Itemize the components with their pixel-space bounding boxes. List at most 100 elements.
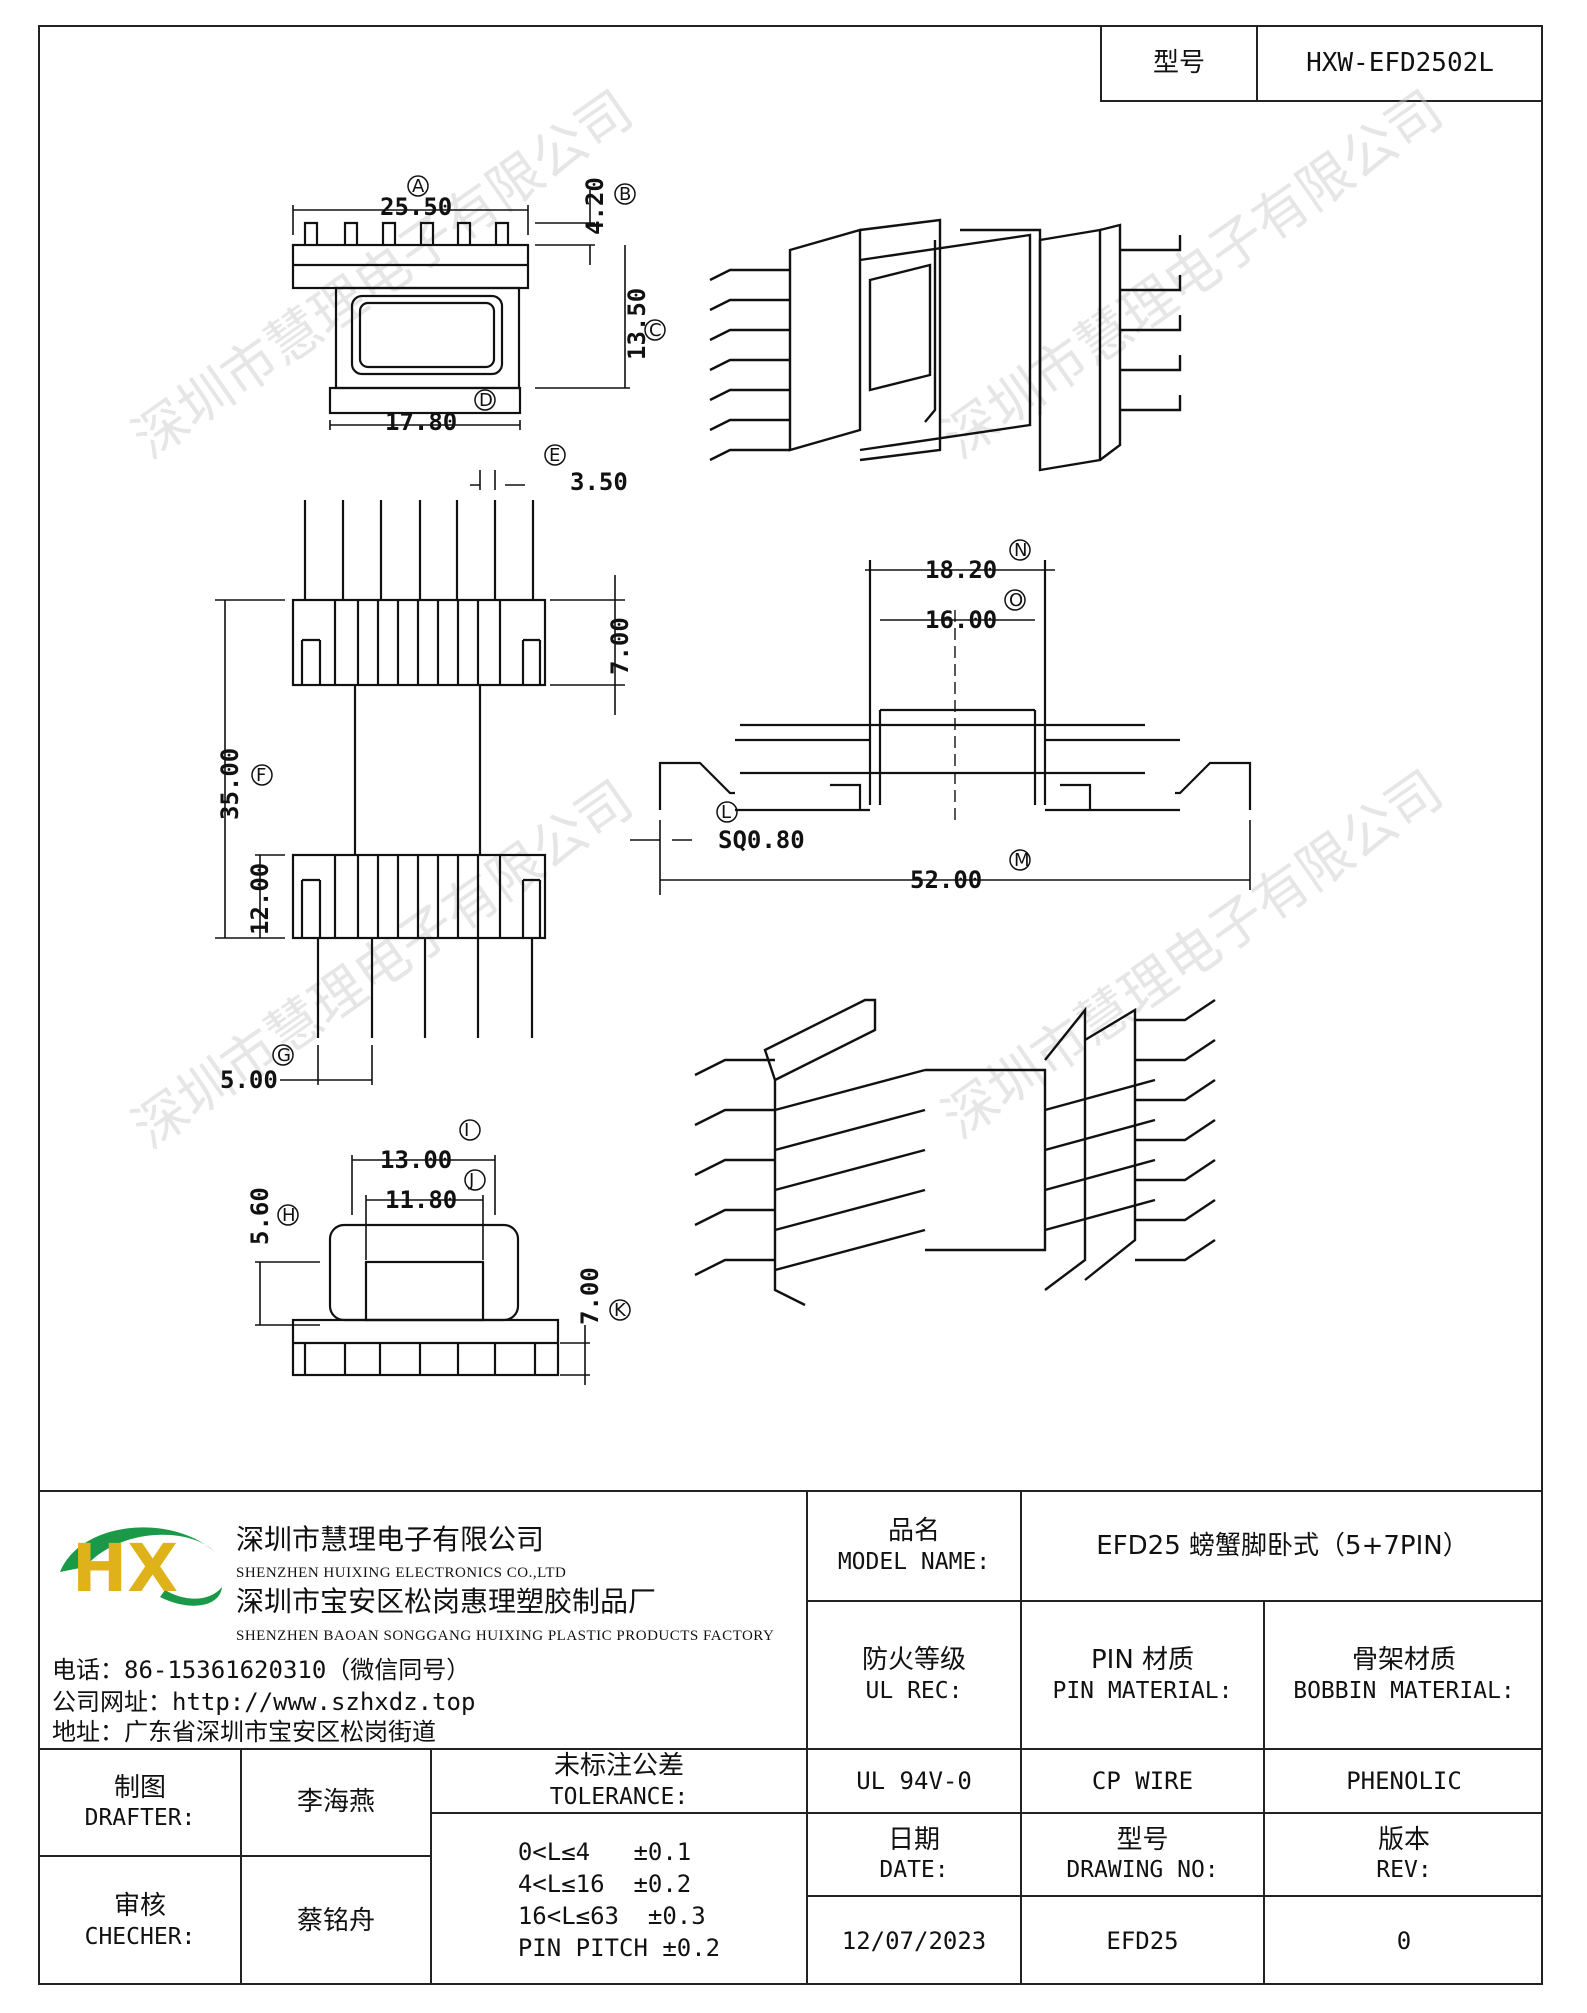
label-j: J <box>468 1170 474 1191</box>
dim-j: 11.80 <box>385 1186 457 1214</box>
dim-a: 25.50 <box>380 193 452 221</box>
dim-h: 5.60 <box>246 1187 274 1245</box>
tolerance-en: TOLERANCE: <box>549 1783 689 1810</box>
label-d: D <box>479 390 493 411</box>
tolerance-row: 4<L≤16 ±0.2 <box>517 1869 692 1898</box>
pin-material-en: PIN MATERIAL: <box>1052 1677 1233 1704</box>
rev-value: 0 <box>1396 1927 1412 1955</box>
dim-side-7: 7.00 <box>606 617 634 675</box>
logo-swoosh-tail-icon <box>160 1587 222 1606</box>
address-value: 广东省深圳市宝安区松岗街道 <box>124 1718 436 1746</box>
tolerance-table: 0<L≤4 ±0.1 4<L≤16 ±0.2 16<L≤63 ±0.3 PIN … <box>432 1814 806 1985</box>
iso-top-right-pins <box>1120 235 1182 412</box>
checker-value: 蔡铭舟 <box>296 1905 375 1936</box>
side-view-top-pins <box>303 500 535 600</box>
phone-value: 86-15361620310（微信同号） <box>124 1656 471 1684</box>
header-divider-mid <box>1256 25 1258 101</box>
label-f: F <box>256 765 266 786</box>
label-o: O <box>1009 590 1023 611</box>
company-name-en: SHENZHEN HUIXING ELECTRONICS CO.,LTD <box>236 1565 567 1581</box>
label-m: M <box>1014 850 1030 871</box>
tolerance-rows: 0<L≤4 ±0.1 4<L≤16 ±0.2 16<L≤63 ±0.3 PIN … <box>518 1836 720 1964</box>
date-header: 日期 DATE: <box>808 1814 1020 1895</box>
tb-vline-2 <box>1020 1490 1022 1985</box>
tb-line-model <box>806 1600 1543 1602</box>
ul-rec-header: 防火等级 UL REC: <box>808 1602 1020 1748</box>
company-logo: HX <box>50 1512 225 1622</box>
contact-phone: 电话：86-15361620310（微信同号） <box>52 1650 470 1685</box>
pin-material-cn: PIN 材质 <box>1090 1645 1195 1676</box>
rev-header: 版本 REV: <box>1265 1814 1543 1895</box>
dim-b: 4.20 <box>581 177 609 235</box>
tb-line-company <box>38 1748 1543 1750</box>
watermark-3: 深圳市慧理电子有限公司 <box>121 768 644 1160</box>
tb-line-date <box>806 1895 1543 1897</box>
dim-g: 5.00 <box>220 1066 278 1094</box>
drafter-cn: 制图 <box>113 1772 166 1803</box>
tb-line-drafter <box>38 1855 430 1857</box>
tolerance-header: 未标注公差 TOLERANCE: <box>432 1750 806 1812</box>
drawing-frame <box>38 25 1543 1985</box>
bobbin-material-en: BOBBIN MATERIAL: <box>1293 1677 1515 1704</box>
tb-line-top <box>38 1490 1543 1492</box>
logo-swoosh-icon <box>60 1527 215 1572</box>
dim-l: SQ0.80 <box>718 826 805 854</box>
tb-vline-drafter <box>240 1748 242 1985</box>
drawing-no-cn: 型号 <box>1116 1824 1169 1855</box>
label-n: N <box>1014 540 1027 561</box>
dim-k: 7.00 <box>576 1267 604 1325</box>
factory-name-cn: 深圳市宝安区松岗惠理塑胶制品厂 <box>236 1585 657 1618</box>
phone-label: 电话： <box>52 1656 124 1684</box>
dim-i: 13.00 <box>380 1146 452 1174</box>
checker-en: CHECHER: <box>84 1923 196 1950</box>
iso-bottom-right-pins <box>1135 999 1216 1262</box>
end-view <box>255 1155 590 1385</box>
model-name-header: 品名 MODEL NAME: <box>808 1492 1020 1600</box>
side-view-bottom-pins <box>316 938 534 1038</box>
top-view-teeth <box>293 221 528 267</box>
isometric-view-bottom <box>694 998 1216 1307</box>
tolerance-row: PIN PITCH ±0.2 <box>517 1933 721 1962</box>
isometric-view-top <box>709 218 1182 472</box>
date-cn: 日期 <box>887 1824 940 1855</box>
model-name-cn: 品名 <box>887 1516 940 1547</box>
watermark-2: 深圳市慧理电子有限公司 <box>931 78 1454 470</box>
tb-vline-3 <box>1263 1600 1265 1985</box>
model-name-value: EFD25 螃蟹脚卧式（5+7PIN） <box>1096 1530 1469 1561</box>
header-model-value: HXW-EFD2502L <box>1306 48 1494 79</box>
technical-drawing: 深圳市慧理电子有限公司 深圳市慧理电子有限公司 深圳市慧理电子有限公司 深圳市慧… <box>121 78 1454 1385</box>
tb-line-values <box>430 1812 1543 1814</box>
iso-bottom-left-pins <box>694 1058 775 1277</box>
bobbin-material-cn: 骨架材质 <box>1351 1645 1456 1676</box>
dim-o: 16.00 <box>925 606 997 634</box>
tb-vline-tol <box>430 1748 432 1985</box>
tolerance-row: 16<L≤63 ±0.3 <box>517 1901 706 1930</box>
drawing-no-value: EFD25 <box>1106 1927 1179 1955</box>
dim-d: 17.80 <box>385 408 457 436</box>
header-divider-left <box>1100 25 1102 101</box>
date-en: DATE: <box>879 1857 949 1884</box>
watermark-4: 深圳市慧理电子有限公司 <box>931 758 1454 1150</box>
contact-web: 公司网址：http://www.szhxdz.top <box>52 1682 475 1717</box>
top-view <box>291 190 630 430</box>
contact-address: 地址：广东省深圳市宝安区松岗街道 <box>52 1712 436 1747</box>
label-a: A <box>412 176 425 197</box>
ul-rec-en: UL REC: <box>865 1677 963 1704</box>
dim-n: 18.20 <box>925 556 997 584</box>
ul-rec-value: UL 94V-0 <box>856 1767 972 1795</box>
ul-rec-cn: 防火等级 <box>861 1645 966 1676</box>
label-g: G <box>277 1045 291 1066</box>
label-i: I <box>464 1120 469 1141</box>
watermark-1: 深圳市慧理电子有限公司 <box>121 78 644 470</box>
checker-header: 审核 CHECHER: <box>40 1857 240 1985</box>
label-c: C <box>649 320 662 341</box>
dim-side-12: 12.00 <box>246 863 274 935</box>
web-label: 公司网址： <box>52 1688 172 1716</box>
label-b: B <box>619 184 631 205</box>
company-name-cn: 深圳市慧理电子有限公司 <box>236 1523 545 1556</box>
web-value[interactable]: http://www.szhxdz.top <box>172 1688 476 1716</box>
label-h: H <box>282 1205 296 1226</box>
iso-top-left-pins <box>709 268 790 462</box>
label-l: L <box>721 802 731 823</box>
drafter-header: 制图 DRAFTER: <box>40 1750 240 1855</box>
